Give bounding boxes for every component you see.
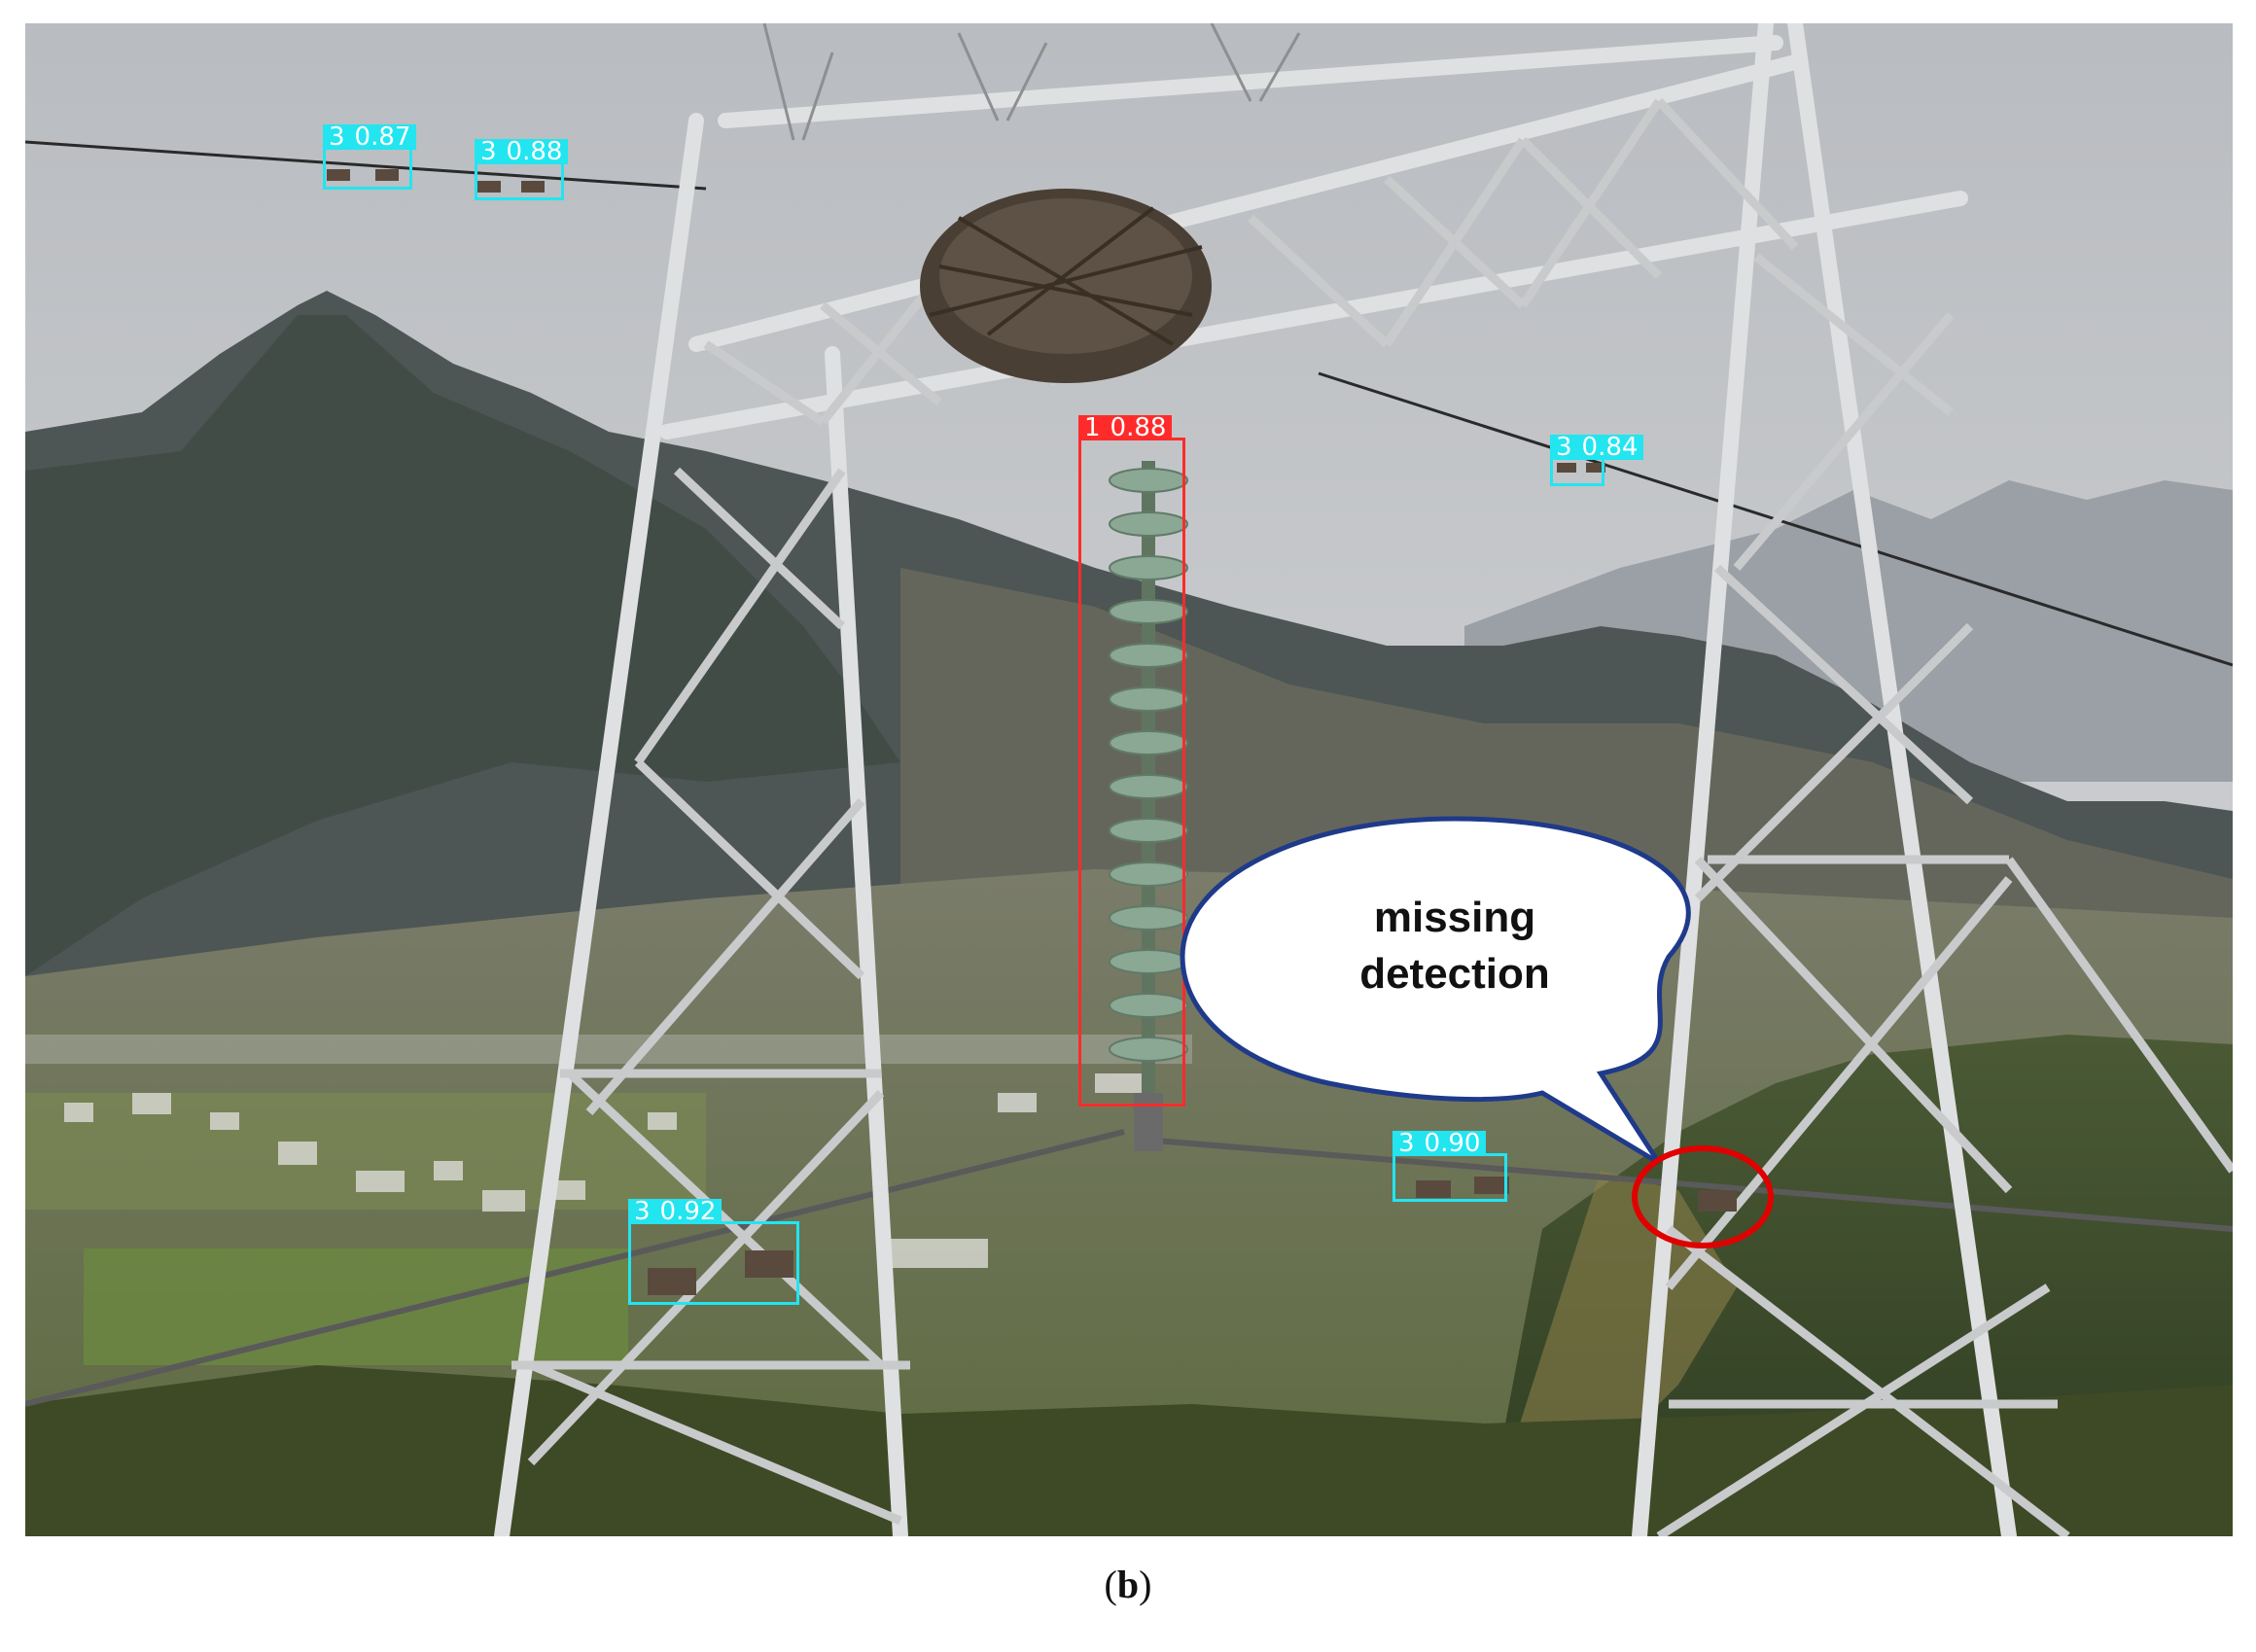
callout-line-2: detection [1359, 950, 1550, 998]
detection-class: 3 [634, 1197, 651, 1226]
transmission-tower-photo [25, 23, 2233, 1536]
detection-confidence: 0.88 [1110, 413, 1167, 442]
detection-confidence: 0.92 [659, 1197, 717, 1226]
detection-confidence: 0.88 [506, 137, 563, 166]
speech-bubble [1180, 816, 1691, 1166]
detection-class: 1 [1084, 413, 1101, 442]
caption-close-paren: ) [1139, 1563, 1152, 1606]
detection-confidence: 0.87 [354, 123, 411, 152]
detection-class: 3 [480, 137, 497, 166]
detection-confidence: 0.84 [1581, 433, 1639, 462]
figure-caption: (b) [0, 1562, 2256, 1607]
caption-open-paren: ( [1104, 1563, 1117, 1606]
missing-detection-circle [1632, 1145, 1774, 1248]
detection-class: 3 [1398, 1129, 1415, 1158]
callout-line-1: missing [1373, 894, 1536, 941]
detection-class: 3 [1556, 433, 1572, 462]
missing-detection-callout [1180, 816, 1774, 1248]
detection-confidence: 0.90 [1424, 1129, 1481, 1158]
detection-class: 3 [329, 123, 345, 152]
caption-label: b [1116, 1563, 1140, 1606]
callout-text: missing detection [1260, 890, 1649, 1002]
